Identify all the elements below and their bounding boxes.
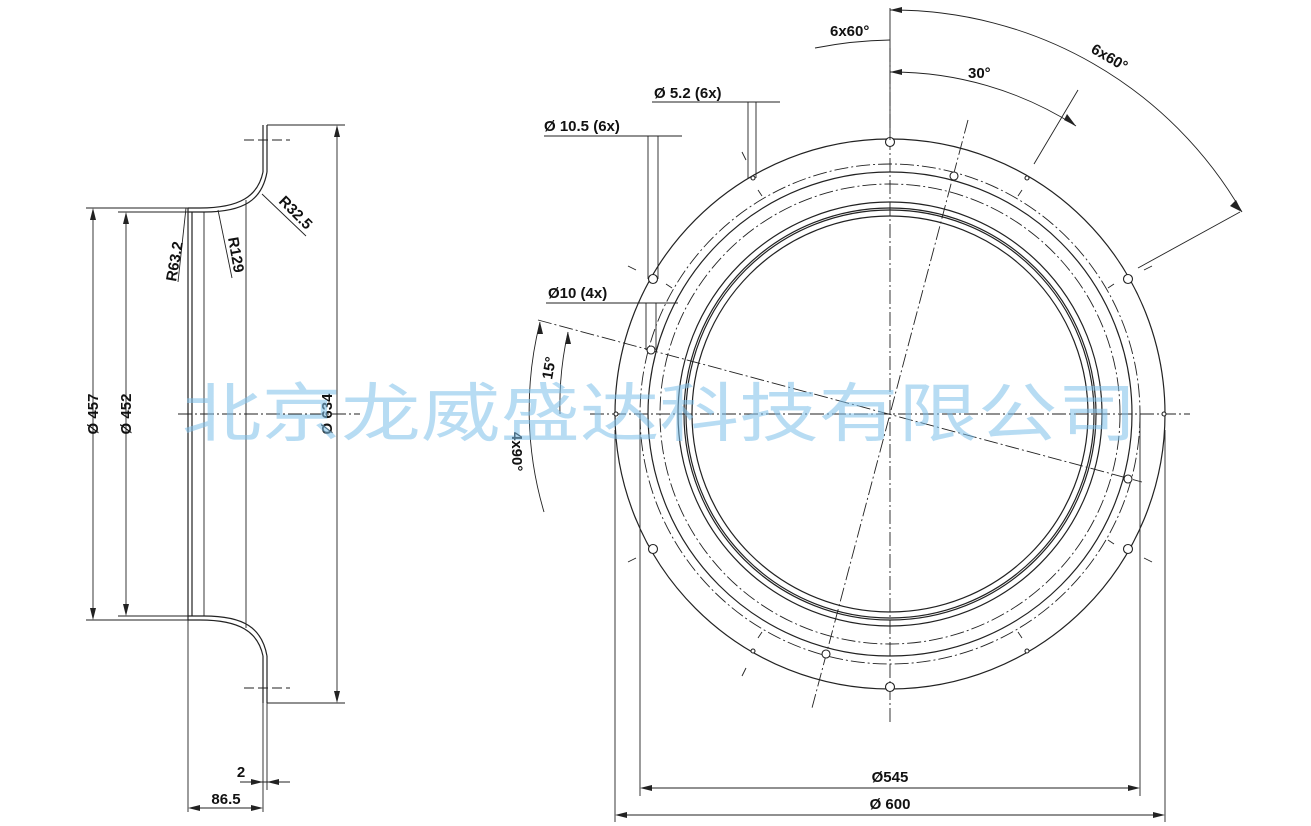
arrow	[267, 779, 279, 785]
arrow	[90, 208, 96, 220]
ext-6x60-line	[1137, 211, 1241, 269]
dim-hole52: Ø 5.2 (6x)	[654, 85, 722, 102]
arrow	[1064, 114, 1076, 126]
dim-r129: R129	[224, 236, 247, 274]
hole-10-5	[647, 543, 659, 555]
arrow	[90, 608, 96, 620]
dim-hole105: Ø 10.5 (6x)	[544, 118, 620, 135]
hole-5-2	[1024, 648, 1030, 654]
dim-hole10: Ø10 (4x)	[548, 285, 607, 302]
arrow	[334, 125, 340, 137]
arrow	[251, 779, 263, 785]
hole-5-2	[750, 648, 756, 654]
arrow	[1230, 200, 1242, 212]
arrow	[1153, 812, 1165, 818]
arrow	[640, 785, 652, 791]
arc-6x60-left	[814, 39, 891, 49]
hole-10	[1123, 474, 1133, 484]
arrow	[334, 691, 340, 703]
arrow	[537, 322, 543, 334]
front-view: Ø545 Ø 600 6x60° 6x60° 30° 15° 4x90° Ø 5…	[508, 7, 1243, 822]
hole-5-2	[1161, 411, 1167, 417]
leader-r129	[217, 209, 233, 279]
arrow	[615, 812, 627, 818]
arrow	[188, 805, 200, 811]
arrow	[123, 604, 129, 616]
dim-457: Ø 457	[85, 394, 102, 435]
side-view: Ø 457 Ø 452 Ø 634 R63.2 R129 R32.5 86.5	[85, 124, 360, 812]
arc-30	[889, 71, 1077, 127]
watermark-text: 北京龙威盛达科技有限公司	[182, 378, 1137, 452]
inlet-curve-bottom	[188, 619, 264, 657]
hole-5-2	[1024, 175, 1030, 181]
front-centerline-75	[811, 119, 969, 709]
inlet-curve-top-inner	[188, 171, 268, 213]
inlet-curve-bottom-inner	[188, 615, 268, 657]
dim-r63: R63.2	[163, 240, 187, 282]
leader-r63	[177, 207, 187, 283]
leader-r32	[261, 193, 307, 237]
dim-452: Ø 452	[118, 394, 135, 435]
dim-depth: 86.5	[211, 791, 240, 808]
hole-5-2	[750, 175, 756, 181]
arc-6x60-large	[889, 9, 1243, 213]
hole-10	[949, 171, 959, 181]
dim-30: 30°	[968, 65, 991, 82]
dim-545: Ø545	[872, 769, 909, 786]
dim-thk: 2	[237, 764, 245, 781]
dim-600: Ø 600	[870, 796, 911, 813]
hole-10	[646, 345, 656, 355]
hole-10-5	[1122, 543, 1134, 555]
inlet-curve-top	[188, 171, 264, 209]
front-centerline-15	[537, 319, 1143, 483]
hole-10-5	[884, 681, 896, 693]
arrow	[890, 7, 902, 13]
dim-r32: R32.5	[275, 193, 315, 233]
radial-ticks	[627, 151, 1153, 677]
dim-6x60-a: 6x60°	[830, 23, 869, 40]
arrow	[565, 332, 571, 344]
dim-4x90: 4x90°	[508, 432, 525, 471]
dim-15: 15°	[539, 355, 560, 380]
hole-10-5	[647, 273, 659, 285]
arrow	[890, 69, 902, 75]
arrow	[251, 805, 263, 811]
arrow	[1128, 785, 1140, 791]
arc-4x90	[528, 321, 545, 513]
hole-10	[821, 649, 831, 659]
hole-10-5	[1122, 273, 1134, 285]
dim-634: Ø 634	[319, 393, 336, 435]
hole-5-2	[613, 411, 619, 417]
arrow	[123, 212, 129, 224]
ext-30-line	[1033, 89, 1079, 165]
dim-6x60-b: 6x60°	[1088, 41, 1131, 75]
